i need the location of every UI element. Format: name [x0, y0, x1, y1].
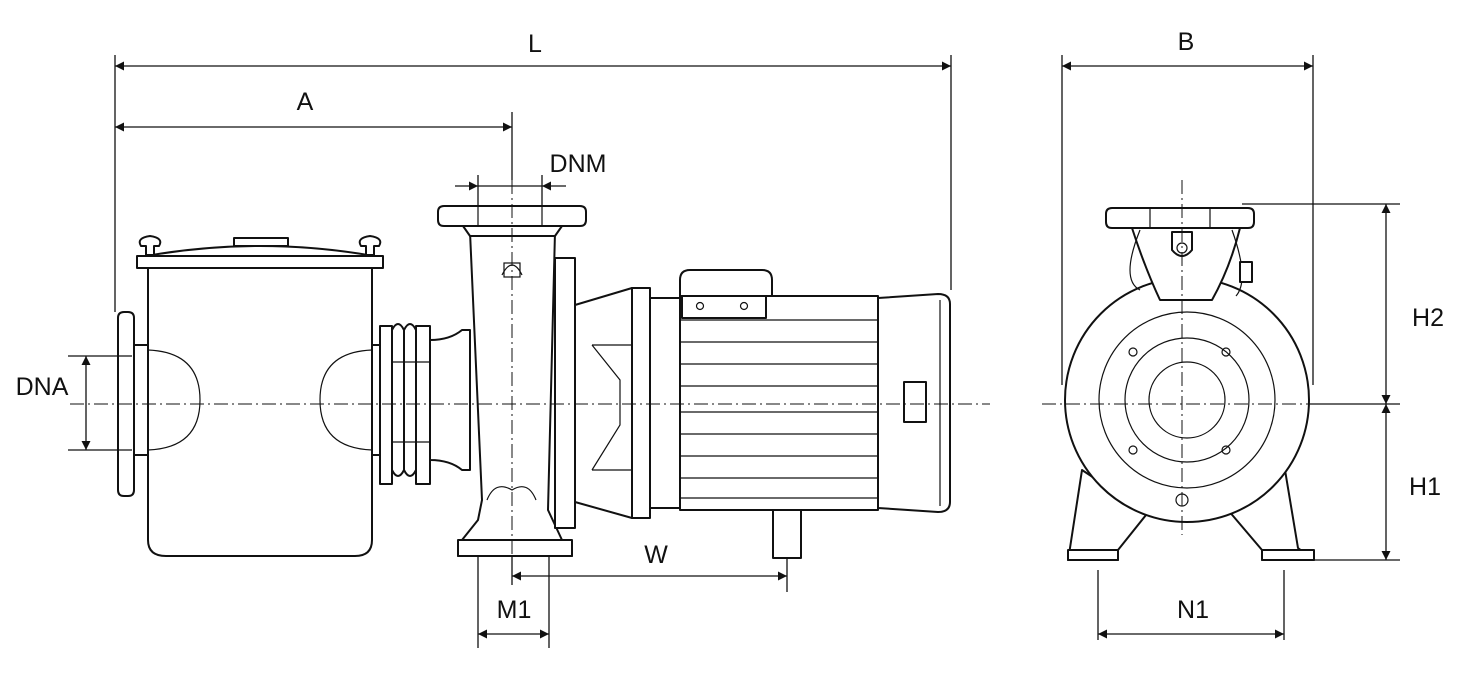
motor [679, 269, 951, 559]
label-M1: M1 [497, 596, 532, 624]
label-B: B [1178, 28, 1195, 56]
dimension-lines [68, 55, 1400, 648]
label-N1: N1 [1177, 596, 1209, 624]
label-H1: H1 [1409, 473, 1441, 501]
pump-foot [457, 539, 573, 557]
label-DNA: DNA [16, 373, 69, 401]
dimension-labels: L A DNM DNA W M1 B H2 H1 N1 [16, 28, 1444, 624]
side-view [70, 180, 990, 559]
connection-flange [371, 323, 471, 485]
strainer-basket [136, 235, 384, 557]
label-H2: H2 [1412, 304, 1444, 332]
pump-casing [437, 205, 587, 557]
front-view [1042, 180, 1330, 561]
label-L: L [528, 30, 542, 58]
motor-adaptor [574, 287, 681, 519]
label-A: A [297, 88, 314, 116]
label-DNM: DNM [550, 150, 607, 178]
label-W: W [644, 541, 668, 569]
